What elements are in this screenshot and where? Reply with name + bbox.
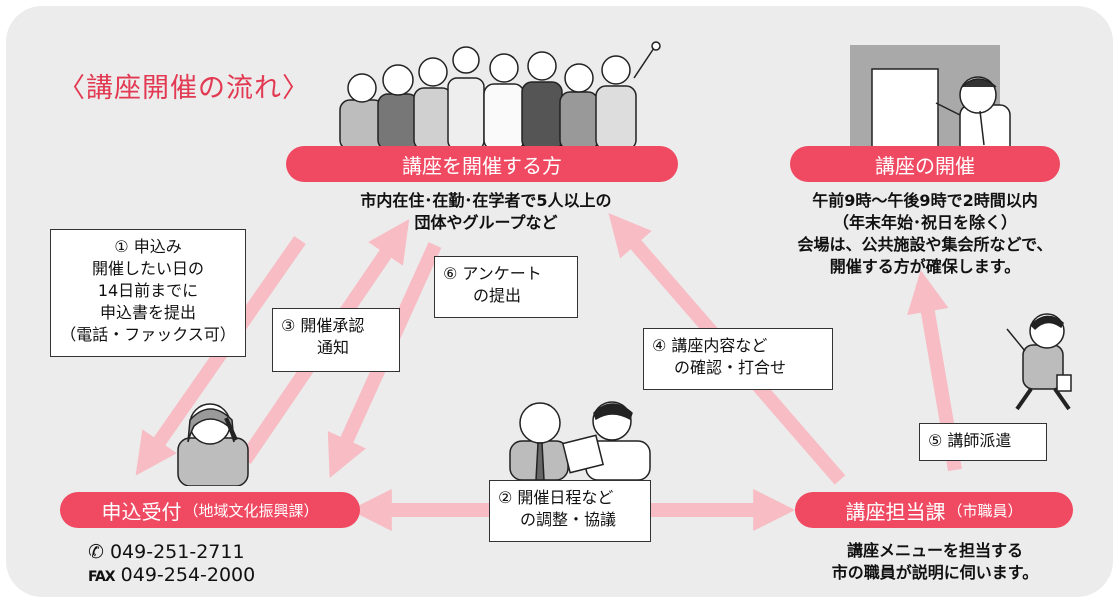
meeting-illustration [509,401,651,480]
event-label: 講座の開催 [875,153,975,178]
organizer-desc-line: 団体やグループなど [414,213,558,232]
dept-label: 講座担当課 [845,499,946,524]
step-1-line: 申込書を提出 [99,303,196,322]
step-4-line: の確認・打合せ [674,358,787,377]
step-1-box: ① 申込み 開催したい日の 14日前までに 申込書を提出 （電話・ファックス可） [50,229,246,357]
step-4-box: ④ 講座内容など の確認・打合せ [643,328,833,390]
event-desc-line: （年末年始･祝日を除く） [832,213,1017,232]
step-2-line: ② 開催日程など [498,488,614,507]
step-2-line: の調整・協議 [520,510,617,529]
presenter-illustration [850,45,1011,155]
running-man-illustration [1006,313,1072,411]
dept-sub: （市職員） [947,501,1023,520]
page-title: 〈講座開催の流れ〉 [58,73,310,104]
event-desc-line: 会場は、公共施設や集会所などで、 [797,235,1053,254]
event-desc-line: 開催する方が確保します。 [829,257,1021,276]
step-1-line: ① 申込み [114,237,182,256]
fax-row: FAX 049-254-2000 [88,564,255,589]
dept-node: 講座担当課（市職員） [795,492,1073,528]
dept-desc: 講座メニューを担当する 市の職員が説明に伺います。 [800,540,1070,584]
phone-row: ✆ 049-251-2711 [88,541,255,564]
event-node: 講座の開催 [790,146,1060,182]
organizer-desc-line: 市内在住･在勤･在学者で5人以上の [360,191,612,210]
reception-contact: ✆ 049-251-2711 FAX 049-254-2000 [88,541,255,589]
crowd-illustration [339,41,661,150]
step-6-line: ⑥ アンケート [443,264,542,283]
event-desc: 午前9時〜午後9時で2時間以内 （年末年始･祝日を除く） 会場は、公共施設や集会… [770,190,1080,278]
phone-number: 049-251-2711 [109,541,245,563]
step-6-box: ⑥ アンケート の提出 [434,256,578,318]
step-3-box: ③ 開催承認 通知 [272,308,400,372]
reception-sub: （地域文化振興課） [183,501,319,520]
reception-label: 申込受付 [101,499,182,524]
fax-label: FAX [88,569,116,585]
dept-desc-line: 講座メニューを担当する [846,541,1023,560]
operator-illustration [177,403,249,486]
event-desc-line: 午前9時〜午後9時で2時間以内 [812,191,1038,210]
organizer-label: 講座を開催する方 [402,153,562,178]
reception-node: 申込受付（地域文化振興課） [60,492,360,528]
step-4-line: ④ 講座内容など [652,336,768,355]
step-1-line: （電話・ファックス可） [60,325,236,344]
organizer-node: 講座を開催する方 [286,146,678,182]
phone-icon: ✆ [88,541,104,563]
organizer-desc: 市内在住･在勤･在学者で5人以上の 団体やグループなど [320,190,652,234]
step-5-box: ⑤ 講師派遣 [919,423,1047,461]
step-1-line: 開催したい日の [91,259,204,278]
step-1-line: 14日前までに [97,281,199,300]
step-3-line: 通知 [317,338,350,357]
step-2-box: ② 開催日程など の調整・協議 [489,480,651,542]
step-3-line: ③ 開催承認 [281,316,365,335]
step-5-line: ⑤ 講師派遣 [928,431,1012,450]
step-6-line: の提出 [473,286,522,305]
dept-desc-line: 市の職員が説明に伺います。 [831,563,1039,582]
fax-number: 049-254-2000 [120,564,256,586]
